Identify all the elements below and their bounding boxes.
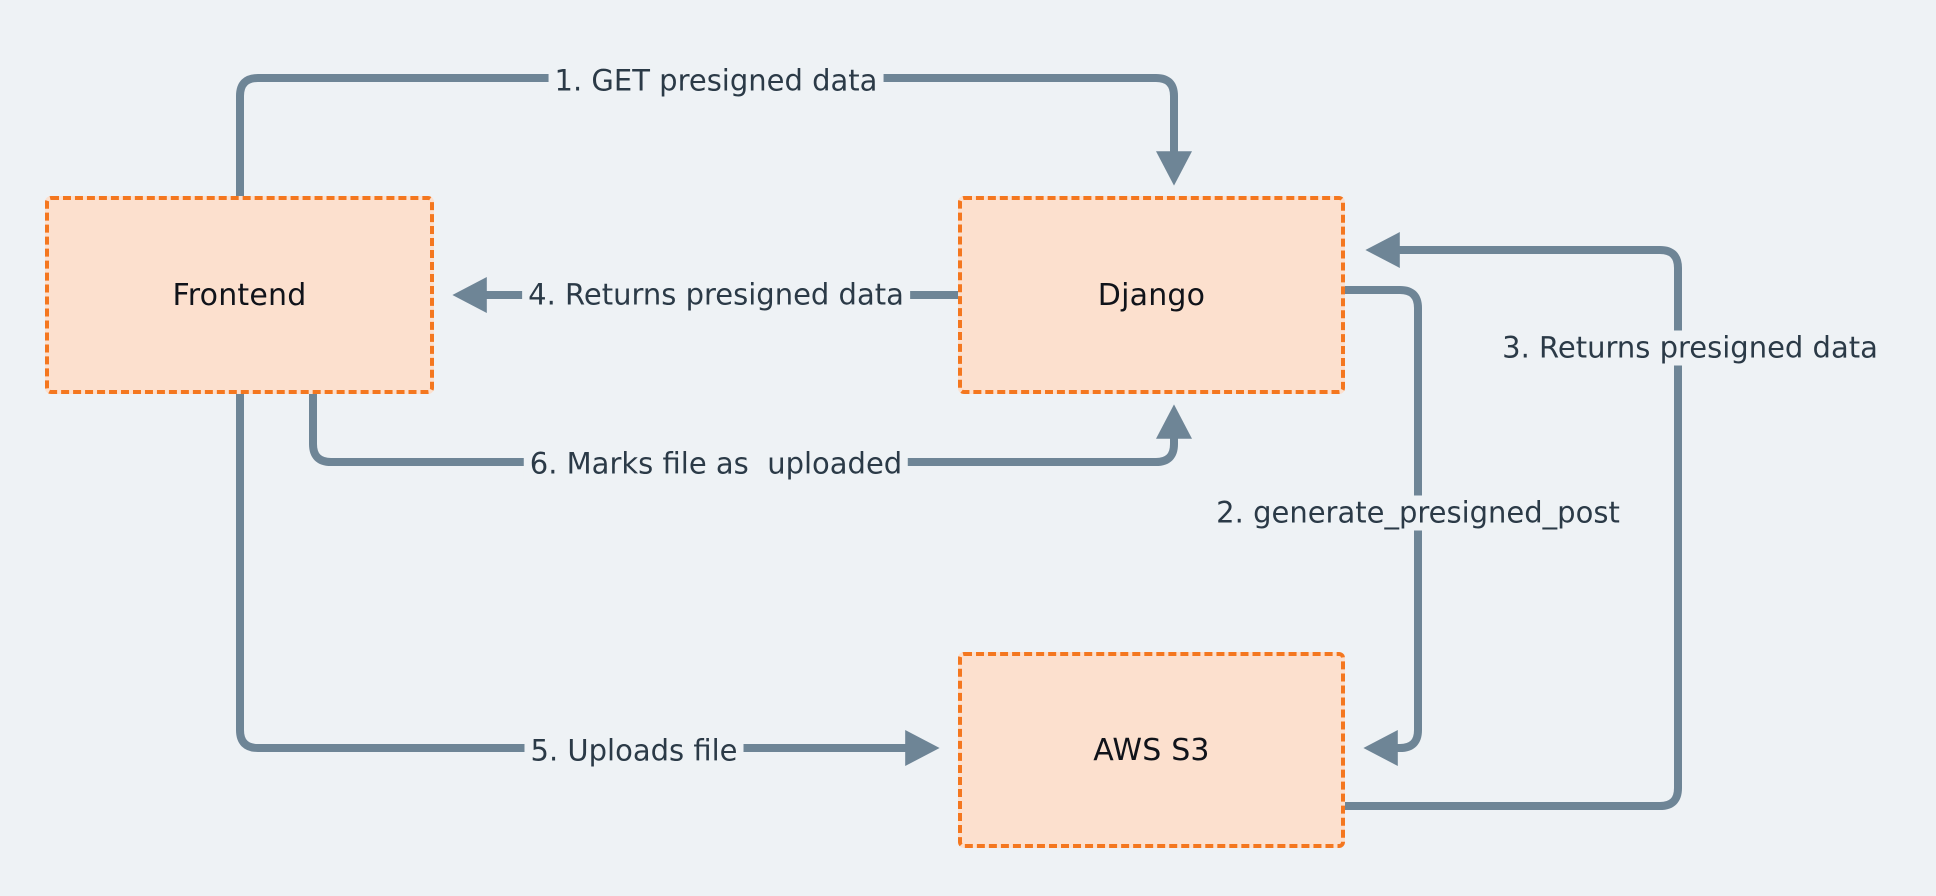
node-aws-s3[interactable]: AWS S3 (958, 652, 1345, 848)
node-django[interactable]: Django (958, 196, 1345, 394)
node-aws-s3-label: AWS S3 (1093, 732, 1210, 768)
edge-3-returns-presigned-data (1341, 232, 1682, 810)
edge-label-6: 6. Marks file as uploaded (523, 446, 909, 482)
edge-label-3: 3. Returns presigned data (1496, 330, 1884, 366)
edge-label-1: 1. GET presigned data (548, 63, 884, 99)
edge-label-4: 4. Returns presigned data (522, 277, 910, 313)
node-frontend[interactable]: Frontend (45, 196, 434, 394)
node-django-label: Django (1097, 277, 1206, 313)
node-frontend-label: Frontend (172, 277, 307, 313)
edge-label-5: 5. Uploads file (524, 733, 744, 769)
edge-5-uploads-file (236, 390, 940, 766)
edge-label-2: 2. generate_presigned_post (1210, 495, 1626, 531)
